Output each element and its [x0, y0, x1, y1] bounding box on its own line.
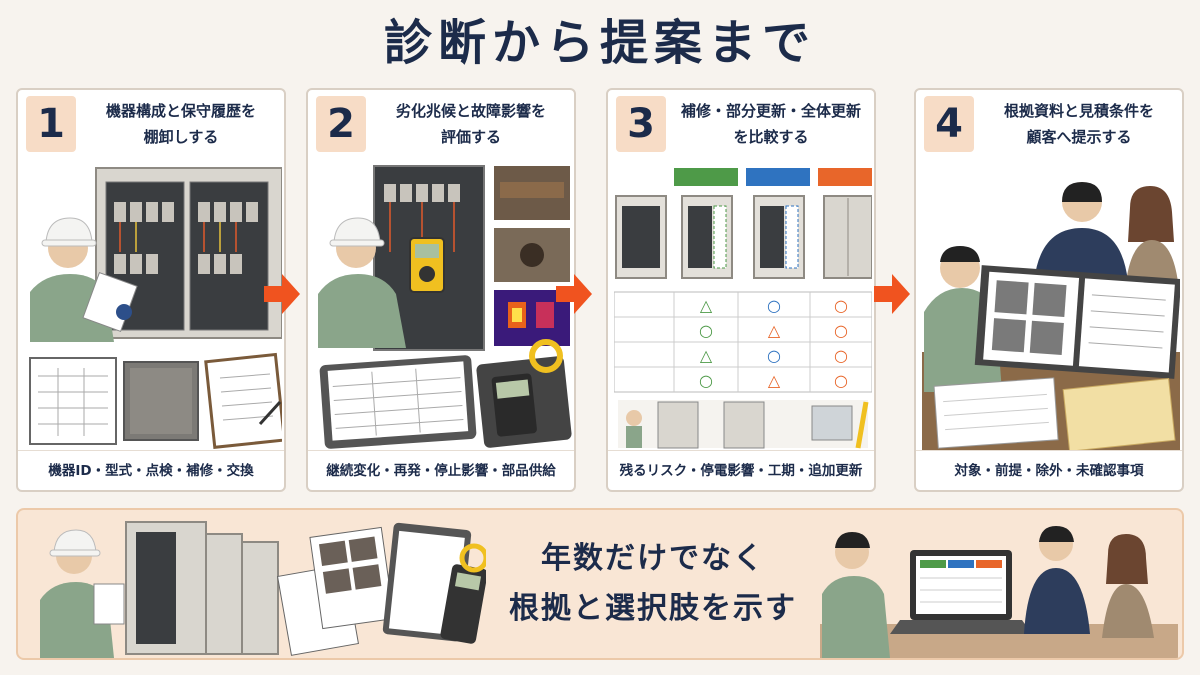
step-header: 2 劣化兆候と故障影響を 評価する: [308, 90, 574, 158]
worker-illustration: [30, 217, 138, 342]
corrosion-photo: [494, 228, 570, 282]
partial-cabinet: [753, 195, 805, 279]
step-heading: 補修・部分更新・全体更新 を比較する: [672, 98, 870, 152]
arrow-right-icon: [264, 274, 300, 314]
report-binder: [974, 265, 1180, 379]
switchboard-illustration: [95, 167, 282, 339]
step-footer: 継続変化・再発・停止影響・部品供給: [308, 450, 574, 490]
worker-illustration: [318, 217, 406, 348]
summary-message: 年数だけでなく 根拠と選択肢を示す: [488, 534, 818, 638]
worker-illustration: [822, 532, 890, 658]
step-card-1: 1 機器構成と保守履歴を 棚卸しする: [16, 88, 286, 492]
repair-scene: [618, 400, 869, 449]
table-cell: ○: [834, 371, 848, 390]
laptop-illustration: [890, 550, 1032, 634]
table-cell: ○: [699, 371, 713, 390]
option-header-partial: [746, 168, 810, 186]
table-cell: △: [700, 346, 713, 365]
inventory-illustration: [29, 167, 282, 449]
current-cabinet: [615, 195, 667, 279]
summary-banner: 年数だけでなく 根拠と選択肢を示す: [16, 508, 1184, 660]
switchboard-illustration: [125, 521, 279, 655]
step-heading-line: 機器構成と保守履歴を: [105, 102, 256, 120]
step-heading-line: 根拠資料と見積条件を: [1003, 102, 1154, 120]
option-header-full: [818, 168, 872, 186]
nameplate-icon: [123, 361, 199, 441]
notebook-icon: [204, 352, 282, 449]
table-cell: ○: [699, 321, 713, 340]
repair-cabinet: [681, 195, 733, 279]
clipboard-icon: [319, 355, 477, 449]
document-icon: [933, 377, 1059, 449]
step-card-3: 3 補修・部分更新・全体更新 を比較する: [606, 88, 876, 492]
step-heading-line: 劣化兆候と故障影響を: [395, 102, 546, 120]
comparison-table: △ ○ ○ ○ △ ○ △ ○ ○ ○ △ ○: [614, 291, 872, 393]
step-heading-line: 顧客へ提示する: [1026, 128, 1132, 146]
step-heading-line: 補修・部分更新・全体更新: [680, 102, 861, 120]
multimeter-illustration: [409, 237, 445, 293]
table-cell: ○: [834, 296, 848, 315]
table-cell: ○: [767, 346, 781, 365]
step-number: 1: [26, 96, 76, 152]
option-header-repair: [674, 168, 738, 186]
clamp-meter-illustration: [476, 339, 572, 448]
step-footer: 対象・前提・除外・未確認事項: [916, 450, 1182, 490]
table-cell: ○: [767, 296, 781, 315]
proposal-illustration: [922, 182, 1180, 450]
step-number: 4: [924, 96, 974, 152]
step-heading-line: 棚卸しする: [143, 128, 219, 146]
step-heading-line: 評価する: [440, 128, 501, 146]
step-heading: 根拠資料と見積条件を 顧客へ提示する: [980, 98, 1178, 152]
comparison-illustration: △ ○ ○ ○ △ ○ △ ○ ○ ○ △ ○: [614, 168, 872, 449]
step-card-4: 4 根拠資料と見積条件を 顧客へ提示する: [914, 88, 1184, 492]
table-cell: ○: [834, 346, 848, 365]
new-cabinet: [823, 195, 872, 279]
client-illustration: [1034, 182, 1178, 282]
step-number: 3: [616, 96, 666, 152]
step-header: 3 補修・部分更新・全体更新 を比較する: [608, 90, 874, 158]
presentation-illustration: [820, 526, 1178, 658]
worker-illustration: [40, 529, 125, 658]
evaluation-illustration: [318, 165, 572, 449]
folder-icon: [1062, 377, 1176, 450]
arrow-right-icon: [874, 274, 910, 314]
step-number: 2: [316, 96, 366, 152]
step-header: 1 機器構成と保守履歴を 棚卸しする: [18, 90, 284, 158]
clamp-meter-illustration: [440, 543, 486, 644]
inspection-summary-illustration: [40, 521, 486, 658]
summary-line: 根拠と選択肢を示す: [509, 591, 797, 626]
corrosion-photo: [494, 166, 570, 220]
step-heading-line: を比較する: [733, 128, 809, 146]
step-footer: 機器ID・型式・点検・補修・交換: [18, 450, 284, 490]
step-heading: 機器構成と保守履歴を 棚卸しする: [82, 98, 280, 152]
arrow-right-icon: [556, 274, 592, 314]
summary-line: 年数だけでなく: [541, 541, 765, 576]
table-cell: △: [768, 371, 781, 390]
step-card-2: 2 劣化兆候と故障影響を 評価する: [306, 88, 576, 492]
table-cell: △: [700, 296, 713, 315]
document-icon: [29, 357, 117, 445]
client-illustration: [1024, 526, 1154, 638]
step-footer: 残るリスク・停電影響・工期・追加更新: [608, 450, 874, 490]
document-icon: [276, 526, 395, 656]
table-cell: ○: [834, 321, 848, 340]
table-cell: △: [768, 321, 781, 340]
page-title: 診断から提案まで: [383, 15, 816, 71]
step-header: 4 根拠資料と見積条件を 顧客へ提示する: [916, 90, 1182, 158]
step-heading: 劣化兆候と故障影響を 評価する: [372, 98, 570, 152]
